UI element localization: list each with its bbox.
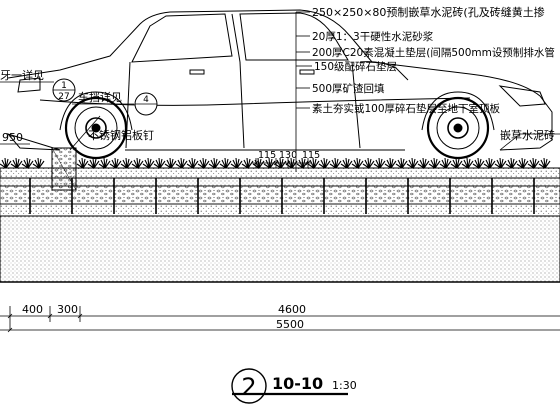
callout-slag: 500厚矿渣回填	[312, 82, 385, 95]
grass-tuft	[109, 157, 122, 169]
callout-gravel: 150级配碎石垫层	[314, 60, 397, 73]
grass-tuft	[384, 157, 397, 169]
section-title: 10-10	[272, 374, 323, 393]
grass-tuft	[329, 157, 342, 169]
grass-tuft	[230, 157, 243, 169]
grass-tuft	[483, 157, 496, 169]
bollard-note: 不锈钢铝板钉	[88, 128, 154, 142]
top-dim-2: 130	[279, 150, 297, 161]
section-scale: 1:30	[332, 379, 357, 392]
grass-tuft	[241, 157, 254, 169]
grass-tuft	[450, 157, 463, 169]
grass-tuft	[21, 157, 34, 169]
grass-tuft	[131, 157, 144, 169]
grass-tuft	[10, 157, 23, 169]
detail-bubble-2: 4	[134, 92, 158, 116]
grass-tuft	[417, 157, 430, 169]
grass-tuft	[505, 157, 518, 169]
dim-5500: 5500	[276, 318, 304, 331]
grass-tuft	[439, 157, 452, 169]
callout-subgrade: 素土夯实或100厚碎石垫层至地下室顶板	[312, 102, 501, 115]
bottom-dimensions	[0, 306, 560, 333]
grass-tuft	[428, 157, 441, 169]
dim-950: 950	[2, 131, 23, 144]
grass-tuft	[186, 157, 199, 169]
grass-tuft	[362, 157, 375, 169]
grass-tuft	[340, 157, 353, 169]
layer-callouts: 250×250×80预制嵌草水泥砖(孔及砖缝黄土掺 20厚1：3干硬性水泥砂浆 …	[312, 5, 555, 115]
grass-tuft	[516, 157, 529, 169]
grass-tuft	[32, 157, 45, 169]
top-dim-1: 115	[258, 150, 276, 161]
grass-tuft	[538, 157, 551, 169]
paving-layer	[0, 167, 560, 179]
dim-4600: 4600	[278, 303, 306, 316]
grass-tuft	[318, 157, 331, 169]
slag-fill-layer	[0, 215, 560, 283]
right-callout: 嵌草水泥砖	[500, 128, 555, 142]
detail-bubble-1: 1 27	[52, 78, 76, 102]
grass-tuft	[197, 157, 210, 169]
grass-tuft	[164, 157, 177, 169]
grass-tuft	[406, 157, 419, 169]
top-dimensions	[252, 158, 312, 168]
wheel-stop-detail-label: 车挡详见	[78, 90, 122, 104]
grass-tuft	[395, 157, 408, 169]
grass-tuft	[373, 157, 386, 169]
detail-bubble-2-top: 4	[143, 95, 149, 105]
callout-paving: 250×250×80预制嵌草水泥砖(孔及砖缝黄土掺	[312, 5, 545, 19]
detail-bubble-1-bottom: 27	[58, 92, 69, 102]
grass-tuft	[461, 157, 474, 169]
grass-tuft	[208, 157, 221, 169]
section-marker-circle	[231, 368, 267, 404]
drain-pipes	[29, 178, 535, 214]
grass-tuft	[120, 157, 133, 169]
callout-concrete: 200厚C20素混凝土垫层(间隔500mm设预制排水管	[312, 46, 555, 59]
curb-detail-label: 牙一详见	[0, 68, 44, 82]
front-wheel	[421, 91, 495, 160]
grass-tuft	[219, 157, 232, 169]
rear-wheel	[59, 91, 133, 160]
grass-tuft	[307, 157, 320, 169]
grass-tuft	[76, 157, 89, 169]
grass-tuft	[153, 157, 166, 169]
gravel-layer	[0, 203, 560, 217]
grass-tuft	[472, 157, 485, 169]
callout-mortar: 20厚1：3干硬性水泥砂浆	[312, 30, 434, 43]
dim-300: 300	[57, 303, 78, 316]
grass-tuft	[527, 157, 540, 169]
grass-tuft	[98, 157, 111, 169]
grass-tuft	[494, 157, 507, 169]
top-dim-3: 115	[302, 150, 320, 161]
grass-tufts	[0, 157, 551, 169]
concrete-layer	[0, 185, 560, 205]
dim-400: 400	[22, 303, 43, 316]
grass-tuft	[0, 157, 12, 169]
mortar-layer	[0, 177, 560, 187]
grass-tuft	[175, 157, 188, 169]
grass-tuft	[87, 157, 100, 169]
section-number: 2	[241, 373, 256, 401]
section-title-block: 2 10-10 1:30	[231, 368, 357, 404]
grass-tuft	[142, 157, 155, 169]
detail-bubble-1-top: 1	[61, 81, 67, 91]
leader-lines	[0, 11, 560, 172]
grass-tuft	[351, 157, 364, 169]
